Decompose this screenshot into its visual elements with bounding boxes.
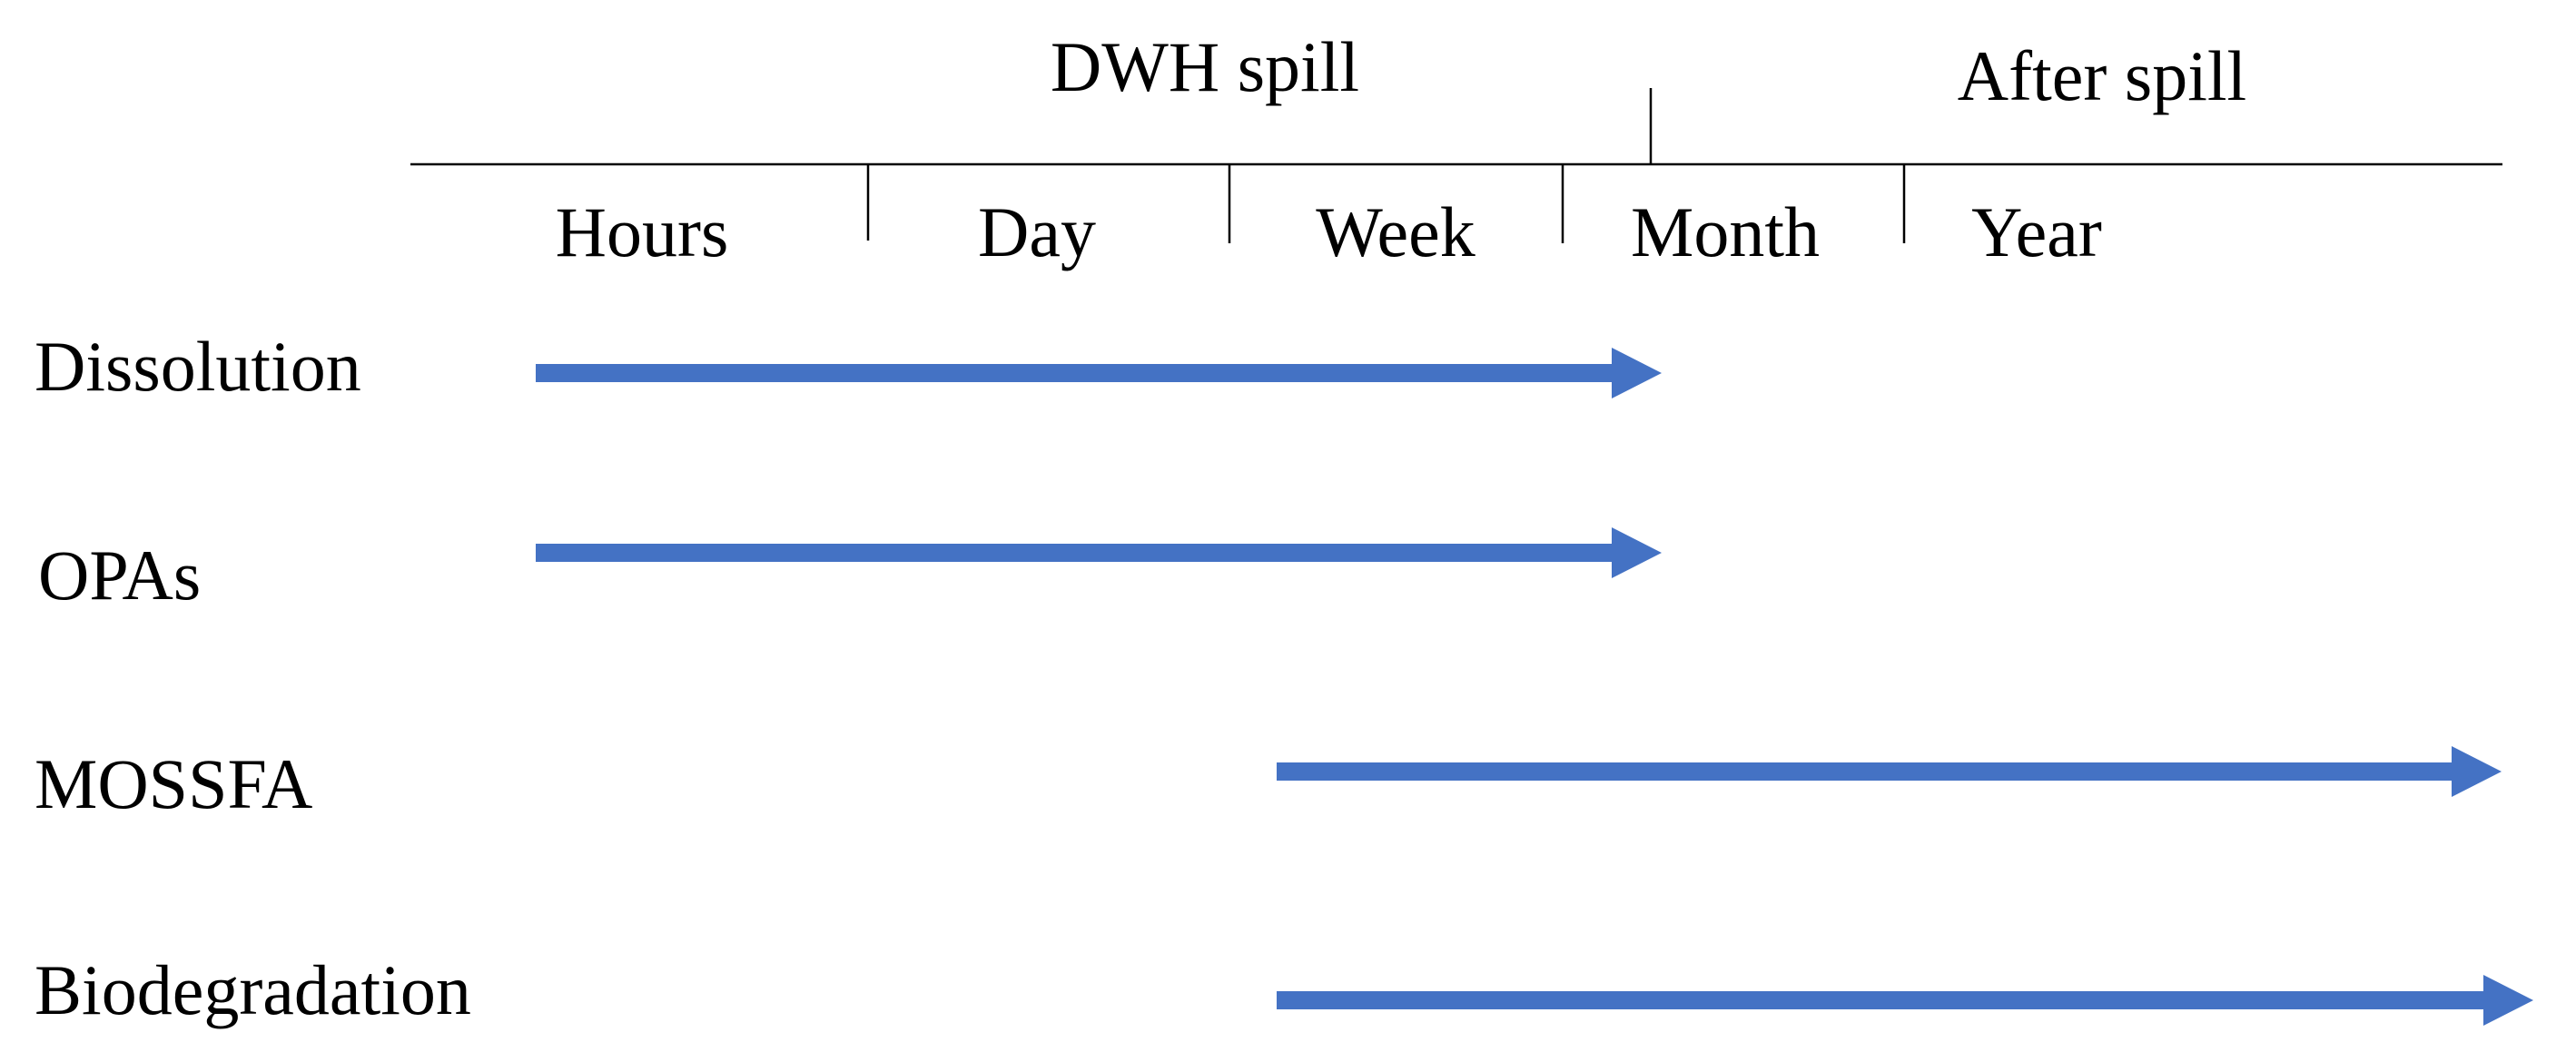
arrow-dissolution-head xyxy=(1612,348,1662,398)
process-label-opas: OPAs xyxy=(38,536,201,615)
timescale-label-day: Day xyxy=(978,192,1096,271)
process-label-biodegradation: Biodegradation xyxy=(35,950,471,1029)
phase-label-dwh-spill: DWH spill xyxy=(1051,27,1359,106)
timescale-label-week: Week xyxy=(1316,192,1476,271)
timescale-label-hours: Hours xyxy=(556,192,729,271)
timescale-label-year: Year xyxy=(1971,192,2102,271)
arrow-dissolution xyxy=(536,348,1662,398)
phase-label-after-spill: After spill xyxy=(1958,36,2246,115)
timescale-label-month: Month xyxy=(1631,192,1820,271)
arrow-mossfa-head xyxy=(2452,746,2502,797)
arrow-biodegradation xyxy=(1277,975,2533,1026)
arrow-opas xyxy=(536,527,1662,578)
process-label-dissolution: Dissolution xyxy=(35,327,361,406)
arrow-opas-head xyxy=(1612,527,1662,578)
arrow-mossfa xyxy=(1277,746,2502,797)
arrow-biodegradation-head xyxy=(2483,975,2533,1026)
process-label-mossfa: MOSSFA xyxy=(35,744,312,823)
